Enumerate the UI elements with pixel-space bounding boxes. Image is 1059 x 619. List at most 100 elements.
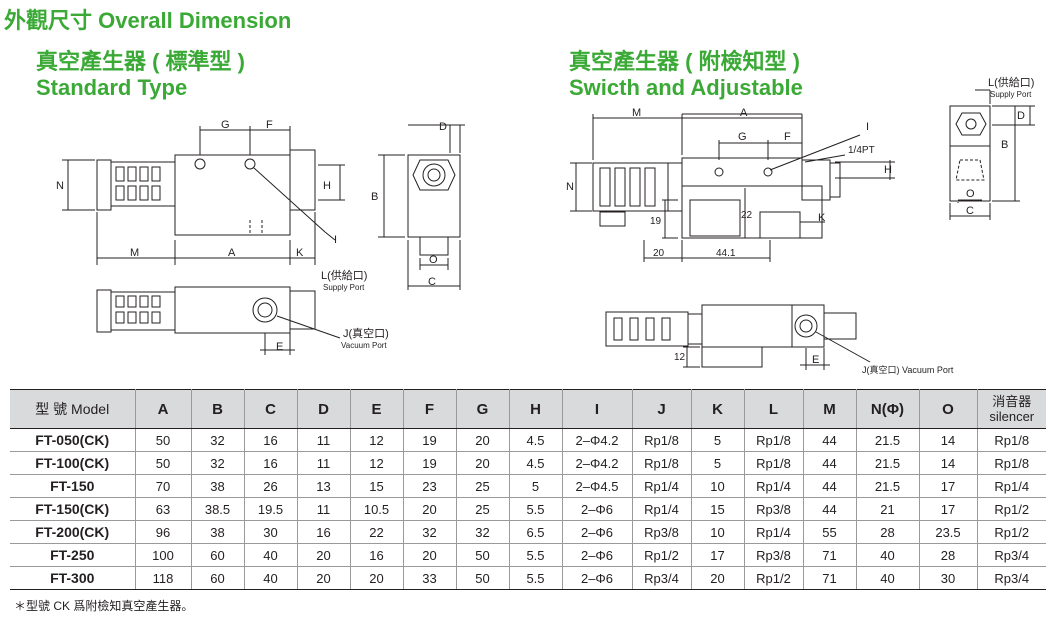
dimension-table: 型 號 Model A B C D E F G H I J K L M N(Φ)… <box>10 389 1046 590</box>
sw-label-supply-cn: L(供給口) <box>988 75 1034 89</box>
table-cell: 50 <box>135 451 192 475</box>
model-cell: FT-050(CK) <box>10 428 136 452</box>
table-cell: 4.5 <box>509 451 563 475</box>
table-cell: 20 <box>350 566 404 590</box>
header-cell: D <box>297 389 351 429</box>
header-cell: N(Φ) <box>856 389 920 429</box>
table-cell: 2–Φ4.2 <box>562 428 633 452</box>
switch-side-view <box>949 89 1035 220</box>
std-label-o: O <box>429 254 438 266</box>
table-cell: 60 <box>191 543 245 567</box>
table-cell: 5 <box>509 474 563 498</box>
sw-label-c: C <box>966 205 974 217</box>
table-cell: 14 <box>919 428 978 452</box>
switch-type-title-cn: 真空產生器 ( 附檢知型 ) <box>569 49 800 74</box>
switch-bottom-view <box>605 304 871 370</box>
std-label-c: C <box>428 276 436 288</box>
table-cell: 40 <box>856 543 920 567</box>
std-label-g: G <box>221 119 230 131</box>
table-cell: 30 <box>919 566 978 590</box>
table-cell: 6.5 <box>509 520 563 544</box>
table-cell: Rp1/4 <box>744 520 804 544</box>
std-label-d: D <box>439 121 447 133</box>
table-cell: 25 <box>456 497 510 521</box>
table-cell: 38 <box>191 474 245 498</box>
standard-bottom-view <box>96 286 341 355</box>
table-cell: 2–Φ6 <box>562 497 633 521</box>
sw-label-supply-en: Supply Port <box>990 90 1032 99</box>
table-cell: 5.5 <box>509 566 563 590</box>
table-cell: 21.5 <box>856 428 920 452</box>
table-cell: 38.5 <box>191 497 245 521</box>
table-cell: 17 <box>919 497 978 521</box>
table-cell: 26 <box>244 474 298 498</box>
table-cell: 16 <box>297 520 351 544</box>
table-cell: 20 <box>456 428 510 452</box>
table-cell: 19 <box>403 451 457 475</box>
std-label-e: E <box>276 341 283 353</box>
table-cell: Rp1/8 <box>632 451 692 475</box>
table-cell: 20 <box>297 543 351 567</box>
table-cell: 20 <box>297 566 351 590</box>
std-label-i: I <box>334 234 337 246</box>
table-cell: 2–Φ6 <box>562 543 633 567</box>
table-cell: 44 <box>803 474 857 498</box>
table-cell: 50 <box>135 428 192 452</box>
sw-label-k: K <box>818 212 826 224</box>
table-header-row: 型 號 Model A B C D E F G H I J K L M N(Φ)… <box>10 389 1046 429</box>
std-label-n: N <box>56 180 64 192</box>
header-cell: 型 號 Model <box>10 389 136 429</box>
header-cell: C <box>244 389 298 429</box>
sw-label-b: B <box>1001 139 1008 151</box>
table-cell: 20 <box>403 543 457 567</box>
std-label-k: K <box>296 247 304 259</box>
model-cell: FT-100(CK) <box>10 451 136 475</box>
sw-label-m: M <box>632 107 641 119</box>
table-cell: 50 <box>456 543 510 567</box>
table-cell: 17 <box>691 543 745 567</box>
header-cell: M <box>803 389 857 429</box>
table-cell: Rp1/8 <box>744 451 804 475</box>
sw-label-22: 22 <box>741 210 753 221</box>
table-cell: Rp3/4 <box>977 543 1046 567</box>
table-cell: 11 <box>297 451 351 475</box>
table-cell: Rp1/8 <box>977 428 1046 452</box>
standard-type-title-en: Standard Type <box>36 75 188 100</box>
table-cell: 15 <box>350 474 404 498</box>
standard-side-view <box>378 124 465 290</box>
table-cell: Rp1/2 <box>744 566 804 590</box>
silencer-label-cn: 消音器 <box>992 394 1032 409</box>
table-cell: 5 <box>691 428 745 452</box>
table-cell: 21.5 <box>856 451 920 475</box>
sw-label-h: H <box>884 164 892 176</box>
header-cell: O <box>919 389 978 429</box>
model-cell: FT-150 <box>10 474 136 498</box>
table-cell: 16 <box>350 543 404 567</box>
table-cell: 22 <box>350 520 404 544</box>
table-cell: 14 <box>919 451 978 475</box>
sw-label-12: 12 <box>674 352 686 363</box>
header-cell: I <box>562 389 633 429</box>
table-cell: 4.5 <box>509 428 563 452</box>
table-cell: 2–Φ6 <box>562 566 633 590</box>
table-cell: 21.5 <box>856 474 920 498</box>
sw-label-n: N <box>566 181 574 193</box>
table-cell: Rp1/8 <box>977 451 1046 475</box>
table-cell: 100 <box>135 543 192 567</box>
table-cell: 28 <box>856 520 920 544</box>
table-cell: Rp1/4 <box>744 474 804 498</box>
table-cell: 19.5 <box>244 497 298 521</box>
sw-label-d: D <box>1017 110 1025 122</box>
sw-label-20: 20 <box>653 248 665 259</box>
header-cell: L <box>744 389 804 429</box>
table-cell: 2–Φ6 <box>562 520 633 544</box>
std-label-b: B <box>371 191 378 203</box>
table-cell: 19 <box>403 428 457 452</box>
table-cell: Rp1/2 <box>977 497 1046 521</box>
table-cell: 32 <box>403 520 457 544</box>
table-cell: 28 <box>919 543 978 567</box>
table-cell: 5.5 <box>509 543 563 567</box>
table-cell: 44 <box>803 428 857 452</box>
